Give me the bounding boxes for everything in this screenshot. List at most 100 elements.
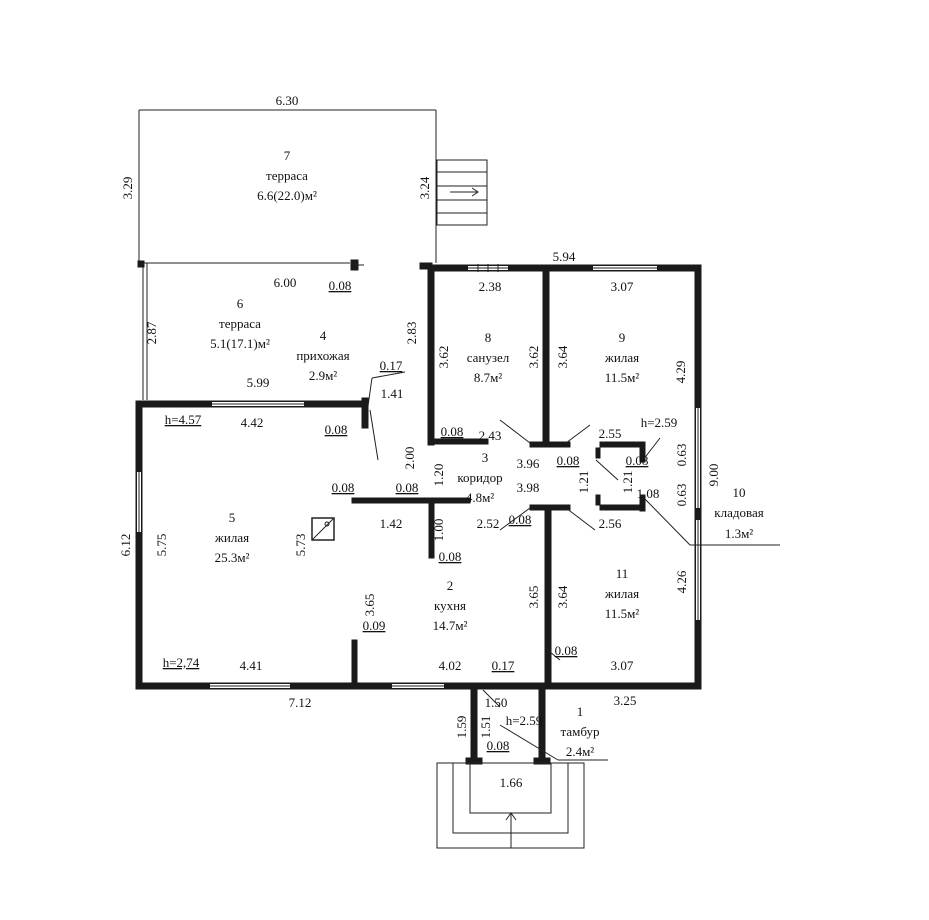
room-2-area: 14.7м² [433, 618, 468, 633]
room-7-number: 7 [284, 148, 291, 163]
dim-label: 2.52 [477, 516, 500, 531]
dim-label: 1.42 [380, 516, 403, 531]
room-6-label: 6 терраса 5.1(17.1)м² [210, 296, 270, 351]
dim-label: 1.21 [576, 471, 591, 494]
room-7-name: терраса [266, 168, 308, 183]
dim-label: 1.59 [454, 716, 469, 739]
dim-label: 3.64 [555, 345, 570, 368]
dim-label: 1.21 [620, 471, 635, 494]
room-3-number: 3 [482, 450, 489, 465]
room-10-area: 1.3м² [725, 526, 753, 541]
room-3-label: 3 коридор 4.8м² [457, 450, 502, 505]
dim-label: 2.00 [402, 447, 417, 470]
terrace-7-stairs [436, 159, 488, 226]
dim-label: 1.51 [478, 716, 493, 739]
dim-label: 3.25 [614, 693, 637, 708]
dim-label: 0.08 [509, 512, 532, 527]
room-9-label: 9 жилая 11.5м² [604, 330, 639, 385]
dim-label: 3.62 [526, 346, 541, 369]
dim-label: h=4.57 [165, 412, 202, 427]
dim-label: 4.29 [673, 361, 688, 384]
room-6-area: 5.1(17.1)м² [210, 336, 270, 351]
room-8-number: 8 [485, 330, 492, 345]
dim-label: 6.30 [276, 93, 299, 108]
room-6-name: терраса [219, 316, 261, 331]
dim-label: 3.98 [517, 480, 540, 495]
dim-label: 4.42 [241, 415, 264, 430]
dim-label: 0.63 [674, 444, 689, 467]
dim-label: 9.00 [706, 464, 721, 487]
dim-label: 0.09 [363, 618, 386, 633]
room-4-area: 2.9м² [309, 368, 337, 383]
dim-label: 3.65 [362, 594, 377, 617]
dim-label: 1.41 [381, 386, 404, 401]
room-4-number: 4 [320, 328, 327, 343]
dim-label: 1.00 [431, 519, 446, 542]
dim-label: 0.63 [674, 484, 689, 507]
room-9-name: жилая [604, 350, 639, 365]
terrace-6-outline [137, 259, 364, 400]
dim-label: h=2,74 [163, 655, 200, 670]
room-2-name: кухня [434, 598, 466, 613]
room-5-label: 5 жилая 25.3м² [214, 510, 250, 565]
dim-label: 3.62 [436, 346, 451, 369]
dim-label: 5.99 [247, 375, 270, 390]
walls [135, 262, 702, 765]
dim-label: 2.38 [479, 279, 502, 294]
dim-label: 0.08 [441, 424, 464, 439]
room-8-name: санузел [467, 350, 510, 365]
dim-label: 0.08 [332, 480, 355, 495]
room-11-name: жилая [604, 586, 639, 601]
room-1-label: 1 тамбур 2.4м² [561, 704, 600, 759]
dim-label: 0.08 [555, 643, 578, 658]
dim-label: 6.00 [274, 275, 297, 290]
room-3-area: 4.8м² [466, 490, 494, 505]
dim-label: 0.08 [329, 278, 352, 293]
room-5-name: жилая [214, 530, 249, 545]
dim-label: 5.75 [154, 534, 169, 557]
dim-label: 4.41 [240, 658, 263, 673]
dim-label: 3.24 [417, 176, 432, 199]
dim-label: 5.73 [293, 534, 308, 557]
dim-label: 0.08 [325, 422, 348, 437]
dim-label: 0.17 [380, 358, 403, 373]
dim-label: 1.20 [431, 464, 446, 487]
dim-label: 0.08 [557, 453, 580, 468]
dim-label: h=2.59 [506, 713, 543, 728]
room-7-label: 7 терраса 6.6(22.0)м² [257, 148, 317, 203]
room-9-area: 11.5м² [605, 370, 639, 385]
dim-label: 5.94 [553, 249, 576, 264]
room-10-number: 10 [733, 485, 746, 500]
dim-label: h=2.59 [641, 415, 678, 430]
room-5-number: 5 [229, 510, 236, 525]
room-4-name: прихожая [296, 348, 349, 363]
room-8-label: 8 санузел 8.7м² [467, 330, 510, 385]
room-1-number: 1 [577, 704, 584, 719]
dim-label: 4.02 [439, 658, 462, 673]
dim-label: 0.08 [487, 738, 510, 753]
terrace-7-outline [138, 109, 437, 264]
room-2-label: 2 кухня 14.7м² [433, 578, 468, 633]
dim-label: 3.64 [555, 585, 570, 608]
dim-label: 3.07 [611, 279, 634, 294]
room-11-number: 11 [616, 566, 629, 581]
dim-label: 6.12 [118, 534, 133, 557]
room-4-label: 4 прихожая 2.9м² [296, 328, 349, 383]
dim-label: 7.12 [289, 695, 312, 710]
dim-label: 0.08 [396, 480, 419, 495]
room-1-area: 2.4м² [566, 744, 594, 759]
room-10-name: кладовая [714, 505, 763, 520]
stove-icon [311, 517, 335, 541]
room-2-number: 2 [447, 578, 454, 593]
dim-label: 0.08 [439, 549, 462, 564]
dim-label: 2.56 [599, 516, 622, 531]
room-7-area: 6.6(22.0)м² [257, 188, 317, 203]
room-5-area: 25.3м² [215, 550, 250, 565]
room-11-label: 11 жилая 11.5м² [604, 566, 639, 621]
dimensions: 6.30 3.29 3.24 6.00 0.08 2.87 2.83 0.17 … [118, 93, 721, 790]
room-6-number: 6 [237, 296, 244, 311]
dim-label: 0.08 [626, 453, 649, 468]
dim-label: 1.66 [500, 775, 523, 790]
